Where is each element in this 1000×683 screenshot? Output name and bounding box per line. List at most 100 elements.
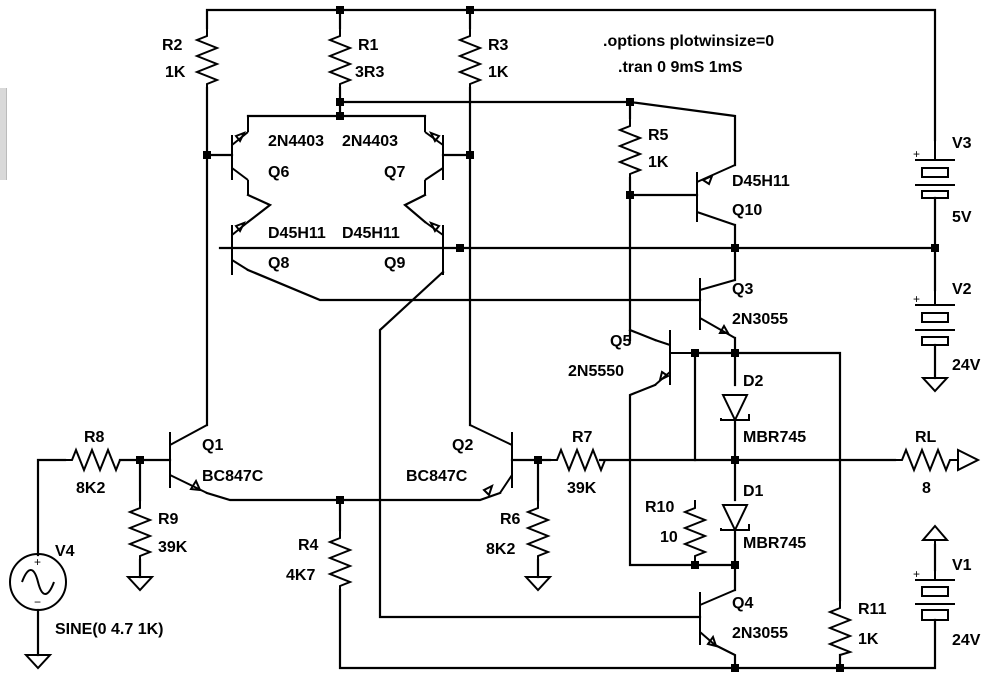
ground-icon xyxy=(23,654,53,670)
q1-name: Q1 xyxy=(202,437,223,454)
v3-plus: + xyxy=(913,147,920,161)
q7-name: Q7 xyxy=(384,164,405,181)
d2-model: MBR745 xyxy=(743,429,806,446)
q6-model: 2N4403 xyxy=(268,133,324,150)
directive-tran: .tran 0 9mS 1mS xyxy=(618,59,743,76)
q8-model: D45H11 xyxy=(268,225,326,242)
r1-value: 3R3 xyxy=(355,64,384,81)
q2-model: BC847C xyxy=(406,468,468,485)
resistor-r11[interactable] xyxy=(827,600,854,656)
q1-model: BC847C xyxy=(202,468,264,485)
battery-v2[interactable] xyxy=(915,290,955,346)
ground-icon xyxy=(920,377,950,393)
transistor-q3[interactable] xyxy=(699,278,736,339)
v4-minus: − xyxy=(34,595,41,609)
r9-name: R9 xyxy=(158,511,179,528)
r8-value: 8K2 xyxy=(76,480,105,497)
v2-value: 24V xyxy=(952,357,981,374)
resistor-r1[interactable] xyxy=(327,28,353,88)
r3-value: 1K xyxy=(488,64,509,81)
q5-name: Q5 xyxy=(610,333,631,350)
v2-plus: + xyxy=(913,292,920,306)
transistor-q2[interactable] xyxy=(469,424,513,497)
q4-model: 2N3055 xyxy=(732,625,788,642)
transistor-q4[interactable] xyxy=(699,589,736,648)
window-edge-scrollbar[interactable] xyxy=(0,88,7,180)
q9-name: Q9 xyxy=(384,255,405,272)
r6-value: 8K2 xyxy=(486,541,515,558)
ground-icon xyxy=(125,576,155,592)
r9-value: 39K xyxy=(158,539,188,556)
r1-name: R1 xyxy=(358,37,379,54)
q7-model: 2N4403 xyxy=(342,133,398,150)
r4-value: 4K7 xyxy=(286,567,315,584)
r8-name: R8 xyxy=(84,429,105,446)
r6-name: R6 xyxy=(500,511,521,528)
sine-source-v4[interactable] xyxy=(9,553,67,611)
battery-v3[interactable] xyxy=(915,140,955,199)
v1-flag-icon xyxy=(920,524,950,545)
resistor-rl[interactable] xyxy=(895,447,981,473)
resistor-r8[interactable] xyxy=(65,447,121,473)
resistor-r2[interactable] xyxy=(194,28,220,88)
q3-model: 2N3055 xyxy=(732,311,788,328)
r5-name: R5 xyxy=(648,127,669,144)
v4-name: V4 xyxy=(55,543,75,560)
resistor-r6[interactable] xyxy=(525,500,551,560)
resistor-r9[interactable] xyxy=(127,500,153,560)
r4-name: R4 xyxy=(298,537,319,554)
transistor-q9[interactable] xyxy=(424,221,444,275)
v3-value: 5V xyxy=(952,209,972,226)
transistor-q1[interactable] xyxy=(169,424,208,494)
ground-icon xyxy=(523,576,553,592)
resistor-r4[interactable] xyxy=(327,530,353,590)
r5-value: 1K xyxy=(648,154,669,171)
r11-name: R11 xyxy=(858,601,887,618)
r7-value: 39K xyxy=(567,480,597,497)
d1-model: MBR745 xyxy=(743,535,806,552)
transistor-q7[interactable] xyxy=(424,116,444,195)
rl-value: 8 xyxy=(922,480,931,497)
diode-d1[interactable] xyxy=(720,504,750,533)
directive-plotwinsize: .options plotwinsize=0 xyxy=(603,33,774,50)
transistor-q6[interactable] xyxy=(231,116,249,195)
r2-value: 1K xyxy=(165,64,186,81)
d1-name: D1 xyxy=(743,483,764,500)
q4-name: Q4 xyxy=(732,595,753,612)
v1-plus: + xyxy=(913,567,920,581)
transistor-q5[interactable] xyxy=(654,330,695,386)
q5-model: 2N5550 xyxy=(568,363,624,380)
r2-name: R2 xyxy=(162,37,183,54)
q10-model: D45H11 xyxy=(732,173,790,190)
v4-plus: + xyxy=(34,555,41,569)
q2-name: Q2 xyxy=(452,437,473,454)
q10-name: Q10 xyxy=(732,202,762,219)
r10-value: 10 xyxy=(660,529,678,546)
q6-name: Q6 xyxy=(268,164,289,181)
v1-name: V1 xyxy=(952,557,972,574)
wires xyxy=(36,8,937,670)
r3-name: R3 xyxy=(488,37,509,54)
labels: .options plotwinsize=0 .tran 0 9mS 1mS R… xyxy=(34,33,981,649)
q8-name: Q8 xyxy=(268,255,289,272)
transistor-q8[interactable] xyxy=(231,221,249,275)
diode-d2[interactable] xyxy=(720,394,750,423)
r11-value: 1K xyxy=(858,631,879,648)
resistor-r3[interactable] xyxy=(457,28,483,88)
rl-name: RL xyxy=(915,429,937,446)
v4-value: SINE(0 4.7 1K) xyxy=(55,621,163,638)
v2-name: V2 xyxy=(952,281,972,298)
r7-name: R7 xyxy=(572,429,593,446)
resistor-r7[interactable] xyxy=(550,447,610,473)
q3-name: Q3 xyxy=(732,281,753,298)
q9-model: D45H11 xyxy=(342,225,400,242)
r10-name: R10 xyxy=(645,499,674,516)
d2-name: D2 xyxy=(743,373,764,390)
v3-name: V3 xyxy=(952,135,972,152)
battery-v1[interactable] xyxy=(915,570,955,621)
resistor-r10[interactable] xyxy=(682,500,708,565)
v1-value: 24V xyxy=(952,632,981,649)
transistor-q10[interactable] xyxy=(696,164,736,226)
resistor-r5[interactable] xyxy=(617,118,643,178)
